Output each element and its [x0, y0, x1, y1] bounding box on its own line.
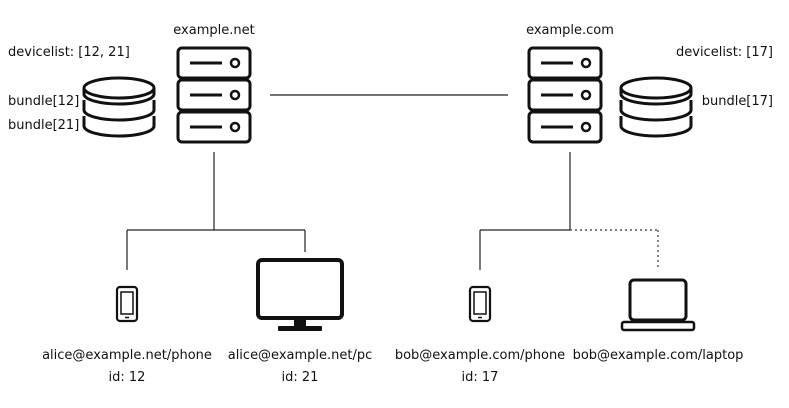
device-id-alice-pc: id: 21: [281, 370, 319, 385]
laptop-dotted-link: [570, 229, 659, 270]
database-icon: [619, 76, 693, 138]
com-branch-lines: [479, 152, 571, 270]
server-icon: [176, 46, 252, 144]
bundle-label-21: bundle[21]: [8, 118, 80, 133]
server-domain-com: example.com: [526, 23, 614, 38]
server-domain-net: example.net: [173, 23, 255, 38]
phone-icon: [115, 285, 139, 323]
net-branch-lines: [126, 152, 306, 270]
device-id-bob-phone: id: 17: [461, 370, 499, 385]
device-id-alice-phone: id: 12: [108, 370, 146, 385]
device-jid-alice-phone: alice@example.net/phone: [42, 348, 212, 363]
database-icon: [82, 76, 156, 138]
devicelist-net: devicelist: [12, 21]: [8, 45, 130, 60]
device-jid-bob-laptop: bob@example.com/laptop: [572, 348, 744, 363]
phone-icon: [468, 285, 492, 323]
monitor-icon: [256, 258, 344, 331]
server-icon: [527, 46, 603, 144]
devicelist-com: devicelist: [17]: [676, 45, 773, 60]
bundle-label-17: bundle[17]: [701, 94, 773, 109]
bundle-label-12: bundle[12]: [8, 94, 80, 109]
device-jid-alice-pc: alice@example.net/pc: [227, 348, 373, 363]
device-jid-bob-phone: bob@example.com/phone: [394, 348, 566, 363]
laptop-icon: [620, 278, 696, 332]
